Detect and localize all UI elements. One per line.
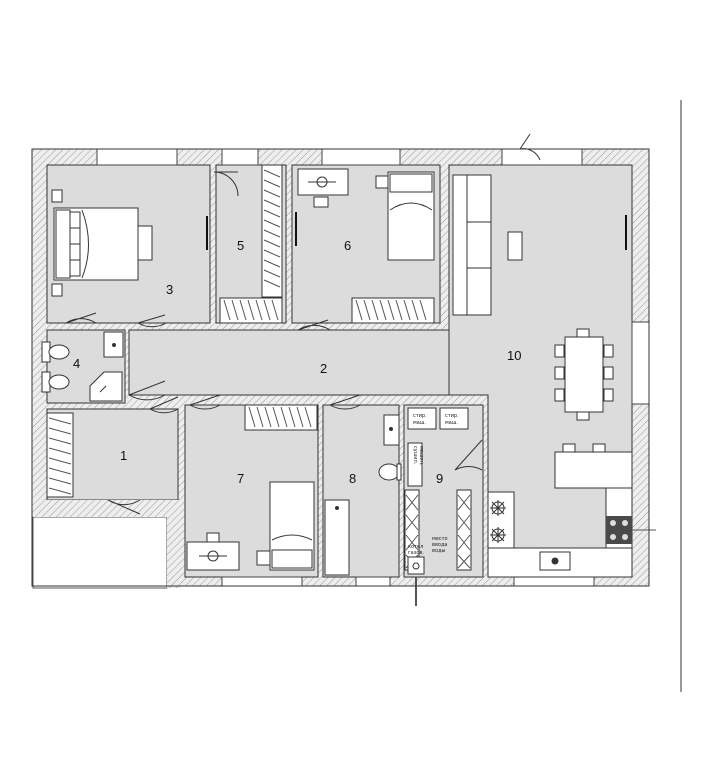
room-number-5: 5 [237, 238, 244, 253]
partition-lines [31, 148, 650, 587]
doors [65, 133, 541, 515]
appliance-labels: стир. маш. стир. маш. сушил. машин. коте… [408, 413, 459, 556]
bathroom-4-fixtures [41, 331, 124, 402]
washer-1-label: стир. [413, 413, 427, 419]
dryer-label-line2: машин. [418, 446, 424, 466]
bed-room-3 [51, 189, 153, 297]
boiler-label-line2: газов. [408, 550, 424, 556]
room-number-2: 2 [320, 361, 327, 376]
water-input-label-line3: воды [432, 548, 445, 554]
room-number-3: 3 [166, 282, 173, 297]
washer-2-label-line2: маш. [445, 420, 458, 426]
door-leaves [206, 212, 627, 250]
wardrobes [46, 164, 472, 571]
water-input-label: место [432, 536, 448, 542]
bed-room-6 [375, 171, 435, 261]
desk-room-7 [186, 532, 240, 571]
dryer-label: сушил. [412, 446, 418, 465]
room-numbers: 1 2 3 4 5 6 7 8 9 10 [73, 238, 521, 486]
cooktop [606, 516, 656, 544]
room-number-7: 7 [237, 471, 244, 486]
wardrobe-hatching [48, 169, 471, 569]
windows [96, 148, 650, 587]
gas-burner-symbols [490, 500, 506, 543]
room-number-10: 10 [507, 348, 521, 363]
coffee-table [507, 231, 523, 261]
boiler-label: котел [408, 544, 423, 550]
room-number-4: 4 [73, 356, 80, 371]
room-number-1: 1 [120, 448, 127, 463]
washer-2-label: стир. [445, 413, 459, 419]
dining-table [554, 328, 614, 421]
exterior-cutout [32, 500, 181, 589]
sofa [452, 174, 492, 316]
desk-room-6 [297, 168, 349, 208]
room-number-9: 9 [436, 471, 443, 486]
room-2-floor [128, 329, 450, 396]
room-number-8: 8 [349, 471, 356, 486]
water-input-label-line2: ввода [432, 542, 447, 548]
bed-room-7 [256, 481, 315, 571]
washer-1-label-line2: маш. [413, 420, 426, 426]
bathroom-8-fixtures [324, 414, 402, 576]
laundry-appliances [407, 407, 469, 606]
room-number-6: 6 [344, 238, 351, 253]
